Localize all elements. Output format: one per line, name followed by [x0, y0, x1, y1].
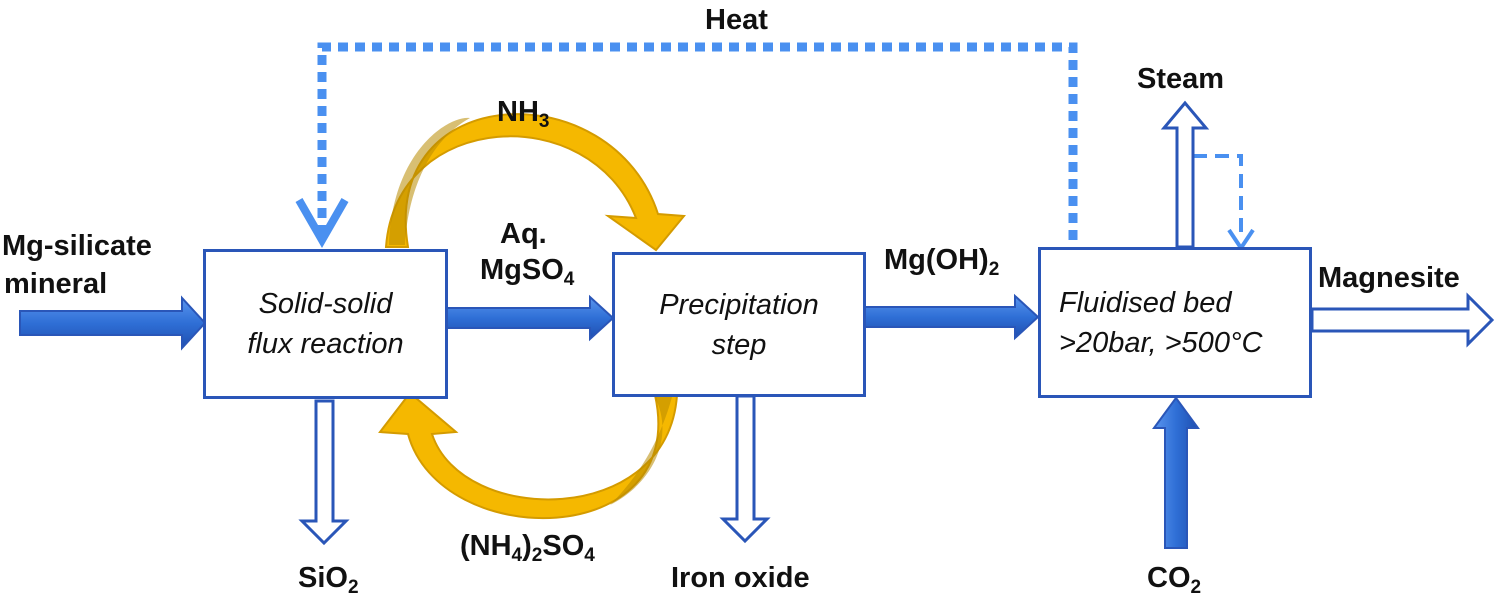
steam-label: Steam: [1137, 63, 1225, 95]
precipitation-box: Precipitation step: [612, 252, 866, 397]
heat-label: Heat: [705, 4, 768, 36]
mineral-feed-arrow: [19, 295, 207, 351]
co2-label: CO2: [1147, 562, 1202, 598]
mgso4-flow-arrow: [446, 294, 615, 342]
mgoh2-flow-arrow: [864, 293, 1040, 341]
mgoh2-label: Mg(OH)2: [884, 244, 1000, 280]
fluidised-bed-box: Fluidised bed >20bar, >500°C: [1038, 247, 1312, 398]
sio2-output-arrow: [298, 399, 350, 546]
nh4so4-recycle-arrow: [378, 391, 679, 520]
nh3-label: NH3: [497, 96, 550, 132]
nh3-recycle-shade: [389, 117, 470, 245]
steam-recycle-line: [1193, 154, 1243, 236]
aq-mgso4-label: Aq. MgSO4: [480, 216, 574, 298]
co2-feed-arrow: [1152, 396, 1200, 549]
heat-arrowhead: [295, 198, 349, 249]
steam-recycle-arrowhead: [1227, 228, 1255, 252]
heat-recycle-line: [317, 42, 1078, 257]
mineral-label-line2: mineral: [4, 268, 108, 300]
iron-oxide-output-arrow: [719, 394, 771, 544]
nh4so4-label: (NH4)2SO4: [460, 530, 595, 566]
mineral-label: Mg-silicate mineral: [2, 227, 152, 303]
fluidised-bed-label-line2: >20bar, >500°C: [1059, 326, 1263, 359]
reaction-label-line1: Solid-solid: [258, 288, 393, 320]
aq-label: Aq.: [500, 218, 547, 250]
fluidised-bed-label-line1: Fluidised bed: [1059, 286, 1232, 319]
iron-oxide-label: Iron oxide: [671, 562, 810, 594]
precipitation-label-line1: Precipitation: [659, 288, 819, 321]
sio2-label: SiO2: [298, 562, 359, 598]
mineral-label-line1: Mg-silicate: [2, 230, 152, 262]
reaction-label-line2: flux reaction: [247, 328, 404, 360]
nh4so4-recycle-shade: [610, 397, 672, 505]
precipitation-label-line2: step: [711, 328, 767, 361]
magnesite-label: Magnesite: [1318, 262, 1460, 294]
reaction-box: Solid-solid flux reaction: [203, 249, 448, 399]
magnesite-output-arrow: [1310, 292, 1495, 348]
steam-output-arrow: [1160, 100, 1210, 249]
mgso4-label: MgSO4: [480, 254, 575, 290]
